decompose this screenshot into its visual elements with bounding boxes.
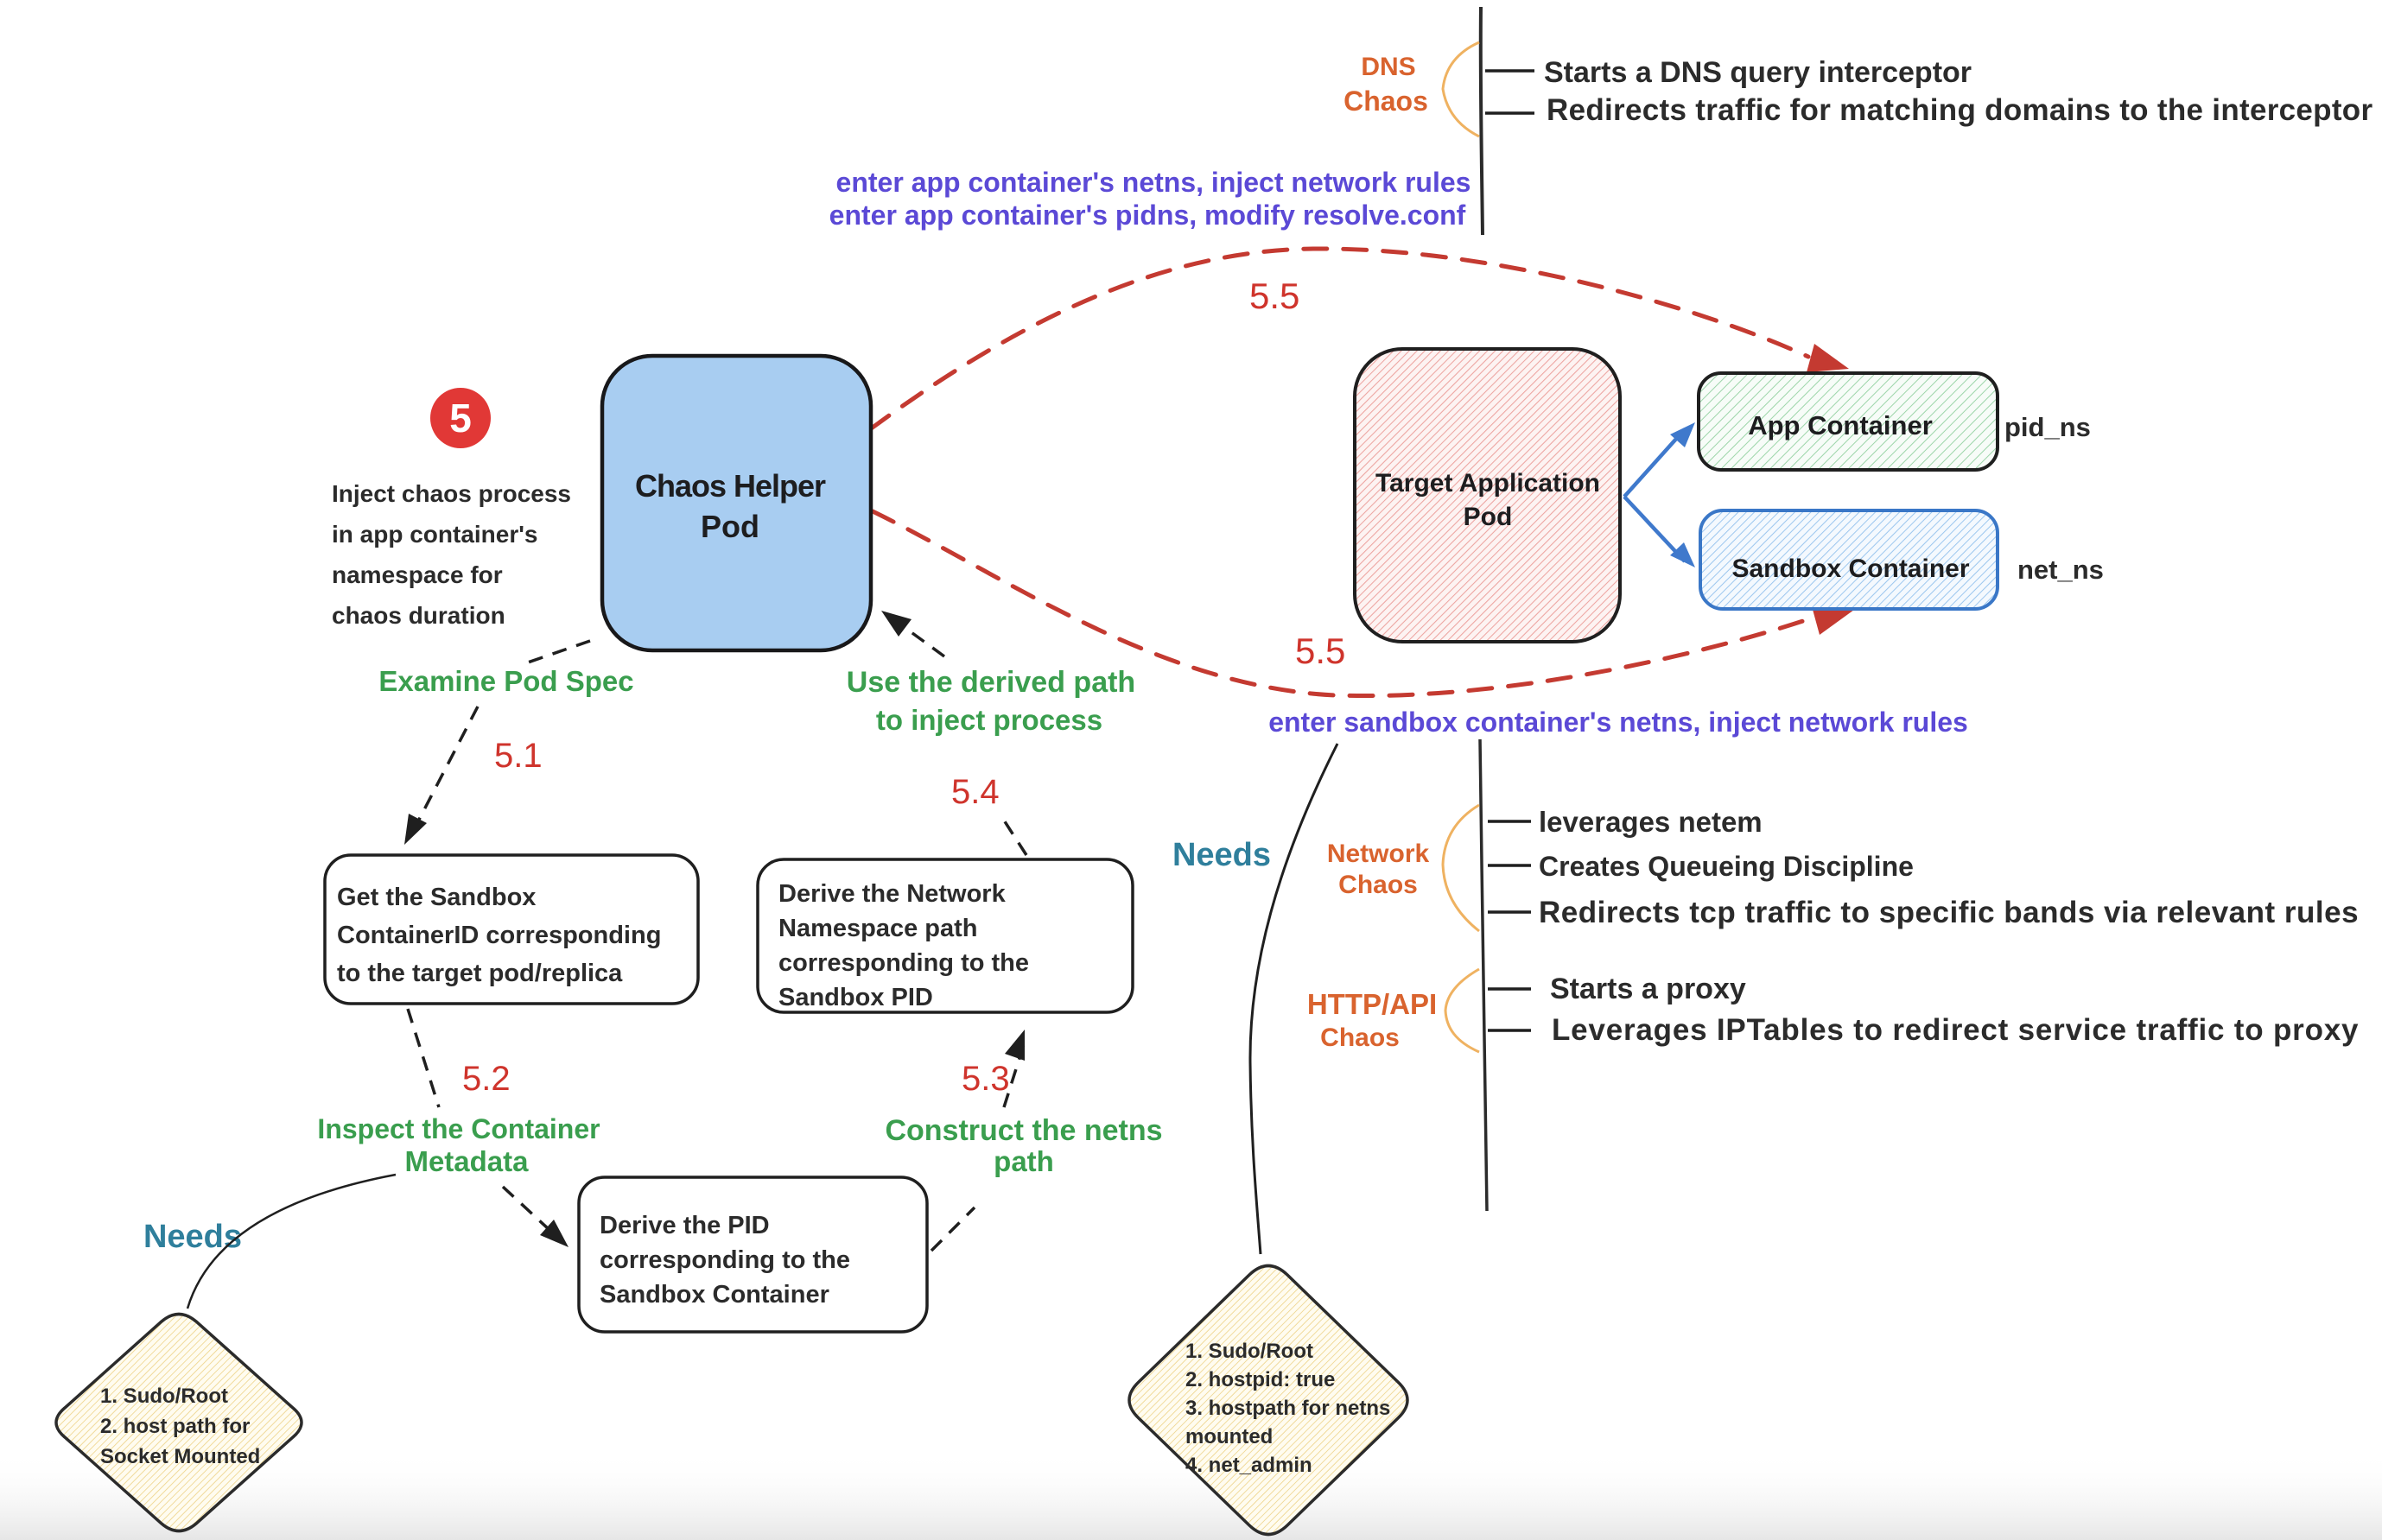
svg-text:Inject chaos process: Inject chaos process [332, 480, 571, 507]
svg-text:mounted: mounted [1185, 1425, 1273, 1448]
svg-text:Creates Queueing Discipline: Creates Queueing Discipline [1539, 851, 1914, 882]
svg-text:Namespace path: Namespace path [778, 915, 978, 942]
svg-text:Examine Pod Spec: Examine Pod Spec [378, 665, 633, 697]
svg-text:Target Application: Target Application [1375, 469, 1600, 497]
svg-text:5.5: 5.5 [1249, 276, 1299, 316]
svg-text:path: path [994, 1145, 1054, 1177]
svg-text:Starts a DNS query interceptor: Starts a DNS query interceptor [1544, 56, 1972, 89]
svg-text:5.4: 5.4 [951, 773, 1000, 811]
svg-text:Network: Network [1327, 840, 1430, 868]
svg-text:enter app container's netns, i: enter app container's netns, inject netw… [836, 167, 1471, 198]
svg-text:pid_ns: pid_ns [2004, 412, 2091, 442]
svg-text:in app container's: in app container's [332, 521, 537, 548]
svg-text:Sandbox PID: Sandbox PID [778, 984, 933, 1011]
svg-text:3. hostpath for netns: 3. hostpath for netns [1185, 1397, 1390, 1420]
svg-text:Socket Mounted: Socket Mounted [100, 1445, 260, 1468]
svg-text:Get the Sandbox: Get the Sandbox [337, 884, 536, 911]
svg-text:5.1: 5.1 [494, 737, 543, 775]
svg-text:Chaos: Chaos [1338, 871, 1418, 899]
svg-text:Metadata: Metadata [404, 1145, 529, 1177]
svg-text:5.5: 5.5 [1295, 631, 1345, 671]
svg-text:Construct the netns: Construct the netns [885, 1114, 1162, 1147]
svg-text:Starts a proxy: Starts a proxy [1550, 973, 1746, 1005]
svg-text:corresponding to the: corresponding to the [778, 949, 1029, 977]
svg-text:net_ns: net_ns [2017, 555, 2104, 585]
svg-text:Sandbox Container: Sandbox Container [1731, 555, 1969, 583]
svg-text:Leverages IPTables to redirect: Leverages IPTables to redirect service t… [1552, 1013, 2359, 1047]
svg-text:Redirects traffic for matching: Redirects traffic for matching domains t… [1547, 93, 2372, 127]
svg-text:enter sandbox container's netn: enter sandbox container's netns, inject … [1268, 707, 1968, 738]
svg-text:4. net_admin: 4. net_admin [1185, 1454, 1312, 1477]
svg-text:enter app container's pidns, m: enter app container's pidns, modify reso… [829, 200, 1466, 231]
svg-text:to the target pod/replica: to the target pod/replica [337, 960, 623, 987]
svg-text:to inject process: to inject process [876, 704, 1102, 736]
svg-text:Chaos: Chaos [1343, 86, 1428, 117]
svg-text:Chaos: Chaos [1320, 1023, 1400, 1052]
svg-text:namespace for: namespace for [332, 561, 503, 588]
svg-text:chaos duration: chaos duration [332, 602, 505, 629]
svg-text:App Container: App Container [1748, 410, 1933, 440]
svg-text:Redirects tcp traffic to speci: Redirects tcp traffic to specific bands … [1539, 896, 2359, 929]
svg-text:DNS: DNS [1361, 53, 1415, 81]
svg-text:2. host path for: 2. host path for [100, 1415, 250, 1438]
svg-text:1. Sudo/Root: 1. Sudo/Root [1185, 1340, 1313, 1363]
svg-text:5.2: 5.2 [462, 1060, 511, 1098]
svg-text:5: 5 [449, 396, 472, 440]
svg-text:Use the derived path: Use the derived path [847, 666, 1135, 699]
svg-text:2. hostpid: true: 2. hostpid: true [1185, 1368, 1335, 1391]
svg-text:1. Sudo/Root: 1. Sudo/Root [100, 1385, 228, 1408]
svg-text:Needs: Needs [143, 1219, 242, 1255]
svg-text:Inspect the Container: Inspect the Container [317, 1113, 600, 1144]
svg-text:Pod: Pod [1464, 503, 1513, 531]
svg-text:Derive the PID: Derive the PID [600, 1212, 770, 1239]
svg-text:Derive the Network: Derive the Network [778, 880, 1007, 908]
svg-text:Chaos Helper: Chaos Helper [635, 468, 826, 504]
svg-text:leverages netem: leverages netem [1539, 806, 1763, 838]
svg-text:5.3: 5.3 [962, 1060, 1010, 1098]
svg-text:ContainerID corresponding: ContainerID corresponding [337, 922, 661, 949]
svg-text:Pod: Pod [701, 509, 759, 544]
svg-text:Needs: Needs [1172, 837, 1271, 873]
svg-text:corresponding to the: corresponding to the [600, 1246, 850, 1274]
svg-text:HTTP/API: HTTP/API [1307, 988, 1437, 1020]
svg-text:Sandbox Container: Sandbox Container [600, 1281, 829, 1309]
